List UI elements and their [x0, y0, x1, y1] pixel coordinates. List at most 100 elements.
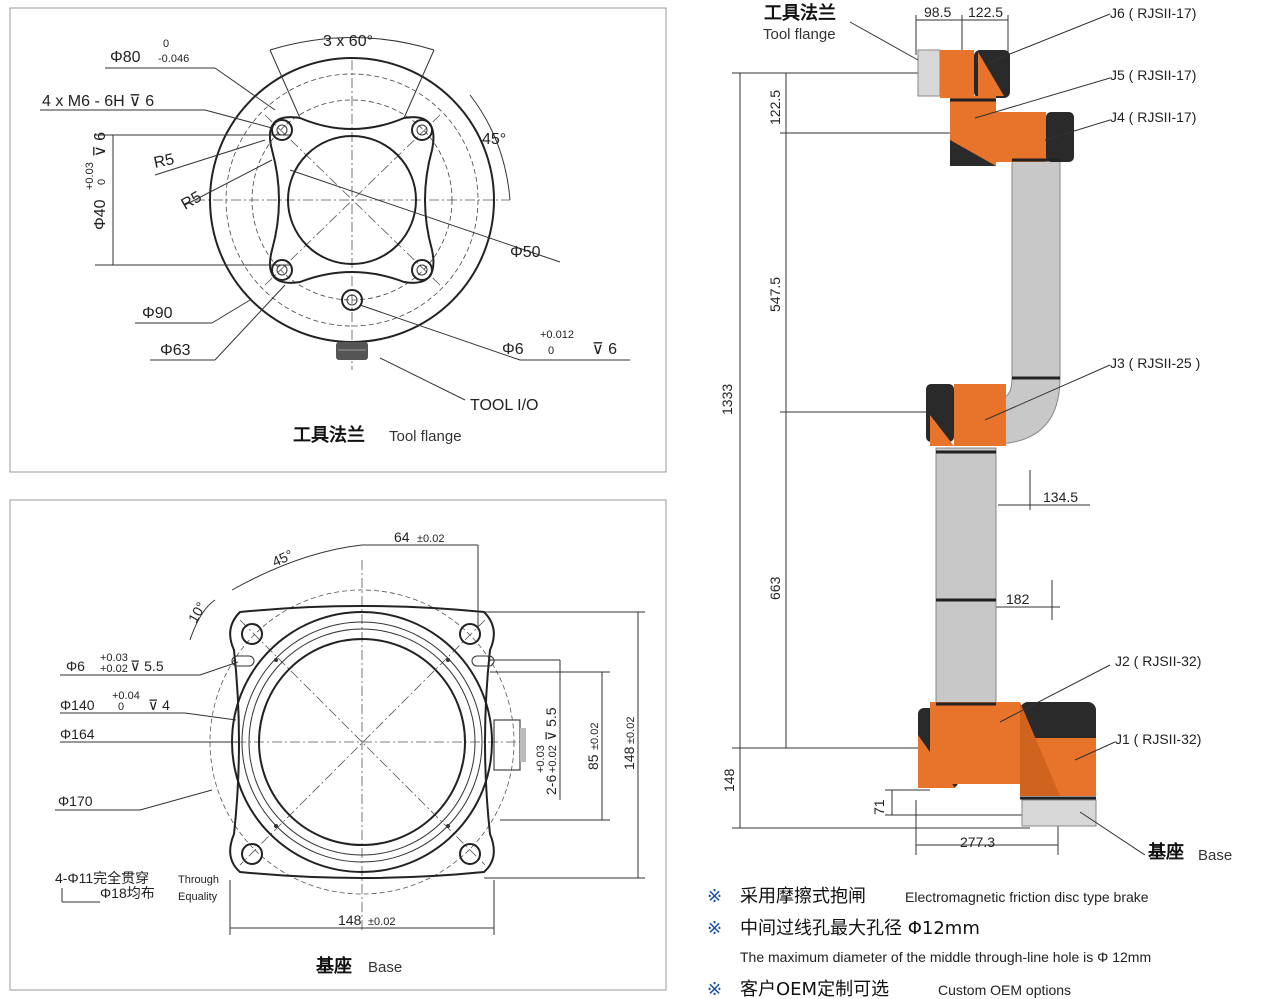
base-dim-h85-tol: ±0.02: [589, 723, 601, 750]
dim-thread: 4 x M6 - 6H ⊽ 6: [42, 93, 154, 110]
tool-flange-caption-en: Tool flange: [389, 428, 462, 445]
note1-en: Electromagnetic friction disc type brake: [905, 889, 1149, 905]
base-dim-dia140-tol-lower: 0: [118, 701, 124, 713]
note3-en: Custom OEM options: [938, 982, 1071, 998]
base-holes-main: 4-Φ11完全贯穿: [55, 870, 149, 886]
base-dim-pin-tol-lower: +0.02: [100, 663, 128, 675]
base-panel: 64 ±0.02 45° 10° Φ6 +0.03 +0.02 ⊽ 5.5 Φ1…: [9, 499, 667, 991]
dim-pilot-tol-upper: +0.03: [84, 162, 96, 190]
base-dim-dia164: Φ164: [60, 726, 95, 742]
base-dim-pin-dia: Φ6: [66, 658, 85, 674]
base-dim-w64-tol: ±0.02: [417, 533, 444, 545]
base-ring-inner: [258, 638, 466, 846]
tool-flange-panel: 3 x 60° Φ80 0 -0.046 4 x M6 - 6H ⊽ 6 R5 …: [9, 7, 667, 473]
base-dim-pin2-depth: ⊽ 5.5: [543, 707, 559, 741]
dim-pin-depth: ⊽ 6: [592, 341, 617, 358]
robot-tool-flange-en: Tool flange: [763, 26, 836, 43]
robot-dim-547: 547.5: [767, 277, 783, 312]
note1-cn: 采用摩擦式抱闸: [740, 886, 866, 907]
base-dim-pin-tol-upper: +0.03: [100, 652, 128, 664]
tool-io-connector: [336, 342, 368, 360]
robot-dim-71: 71: [871, 799, 887, 815]
flange-cross-profile: [268, 116, 435, 284]
dim-pin-tol-upper: +0.012: [540, 329, 574, 341]
dim-dia90: Φ90: [142, 305, 173, 322]
dim-angle-pattern: 3 x 60°: [323, 33, 373, 50]
base-frame: [9, 499, 667, 991]
note2-cn: 中间过线孔最大孔径 Φ12mm: [740, 918, 980, 939]
joint-label-j5: J5 ( RJSII-17): [1110, 67, 1196, 83]
joint-label-j3: J3 ( RJSII-25 ): [1110, 355, 1200, 371]
dim-pilot-tol-lower: 0: [96, 179, 108, 185]
base-dim-w148-bottom-tol: ±0.02: [368, 916, 395, 928]
robot-dim-182: 182: [1006, 591, 1030, 607]
robot-dim-663: 663: [767, 576, 783, 600]
joint-label-j2: J2 ( RJSII-32): [1115, 653, 1201, 669]
joint-j3: [954, 384, 1006, 446]
base-holes-main-en: Through: [178, 874, 219, 886]
base-dim-pin2: 2-6: [543, 775, 559, 795]
base-dim-pin-depth: ⊽ 5.5: [130, 658, 164, 674]
joint-j4: [996, 112, 1046, 162]
base-dim-h148: 148: [621, 746, 637, 770]
base-dim-pin2-tol-upper: +0.03: [535, 745, 547, 773]
joint-j2: [930, 702, 1020, 784]
thread-holes: [271, 119, 433, 311]
joint-j6: [940, 50, 974, 98]
notes: ※ 采用摩擦式抱闸 Electromagnetic friction disc …: [707, 886, 1151, 999]
robot-tool-flange-cn: 工具法兰: [764, 2, 836, 24]
dim-r5-b: R5: [179, 188, 205, 213]
dim-outer-tol-lower: -0.046: [158, 53, 189, 65]
dim-dia50: Φ50: [510, 244, 541, 261]
note-mark-3: ※: [707, 979, 722, 999]
dim-pilot-dia: Φ40: [92, 199, 109, 230]
note-mark-1: ※: [707, 886, 722, 907]
base-holes-sub-en: Equality: [178, 891, 218, 903]
joint-label-j4: J4 ( RJSII-17): [1110, 109, 1196, 125]
robot-dim-122: 122.5: [767, 90, 783, 125]
dim-pin-dia: Φ6: [502, 341, 524, 358]
base-holes: [231, 623, 495, 865]
robot-top-dim-1: 98.5: [924, 4, 951, 20]
base-dim-h85: 85: [585, 754, 601, 770]
robot-dim-total: 1333: [719, 384, 735, 415]
base-dim-dia140: Φ140: [60, 697, 95, 713]
base-dim-angle45: 45°: [270, 546, 296, 569]
base-dim-angle10: 10°: [185, 599, 209, 625]
robot-dim-277: 277.3: [960, 834, 995, 850]
base-dim-pin2-tol-lower: +0.02: [547, 745, 559, 773]
base-dim-h148-tol: ±0.02: [625, 717, 637, 744]
tool-flange-caption-cn: 工具法兰: [293, 424, 365, 446]
note2-en: The maximum diameter of the middle throu…: [740, 949, 1151, 965]
note3-cn: 客户OEM定制可选: [740, 979, 889, 999]
robot-base-cn: 基座: [1147, 841, 1184, 863]
base-dim-dia140-depth: ⊽ 4: [148, 697, 170, 713]
dim-r5-a: R5: [152, 151, 176, 172]
robot-dim-134: 134.5: [1043, 489, 1078, 505]
dim-dia63: Φ63: [160, 342, 191, 359]
robot-base: [1021, 799, 1097, 827]
lower-arm-tube: [935, 447, 997, 711]
base-dim-w148-bottom: 148: [338, 912, 362, 928]
robot-side-view: 工具法兰 Tool flange 98.5 122.5 J6 ( RJSII-1…: [719, 2, 1232, 864]
upper-arm-tube: [1011, 147, 1061, 379]
dim-outer-tol-upper: 0: [163, 38, 169, 50]
base-dim-dia170: Φ170: [58, 793, 93, 809]
joint-label-j1: J1 ( RJSII-32): [1115, 731, 1201, 747]
base-dim-dia140-tol-upper: +0.04: [112, 690, 140, 702]
dim-pin-tol-lower: 0: [548, 345, 554, 357]
flange-bore: [287, 135, 417, 265]
base-caption-en: Base: [368, 959, 402, 976]
robot-base-en: Base: [1198, 847, 1232, 864]
note-mark-2: ※: [707, 918, 722, 939]
joint-j1-cap: [1020, 702, 1096, 746]
base-dim-w64: 64: [394, 529, 410, 545]
base-caption-cn: 基座: [315, 955, 352, 977]
robot-dim-148: 148: [721, 768, 737, 792]
joint-label-j6: J6 ( RJSII-17): [1110, 5, 1196, 21]
robot-top-dim-2: 122.5: [968, 4, 1003, 20]
dim-angle45: 45°: [482, 131, 506, 148]
tool-flange-frame: [9, 7, 667, 473]
label-tool-io: TOOL I/O: [470, 397, 538, 414]
